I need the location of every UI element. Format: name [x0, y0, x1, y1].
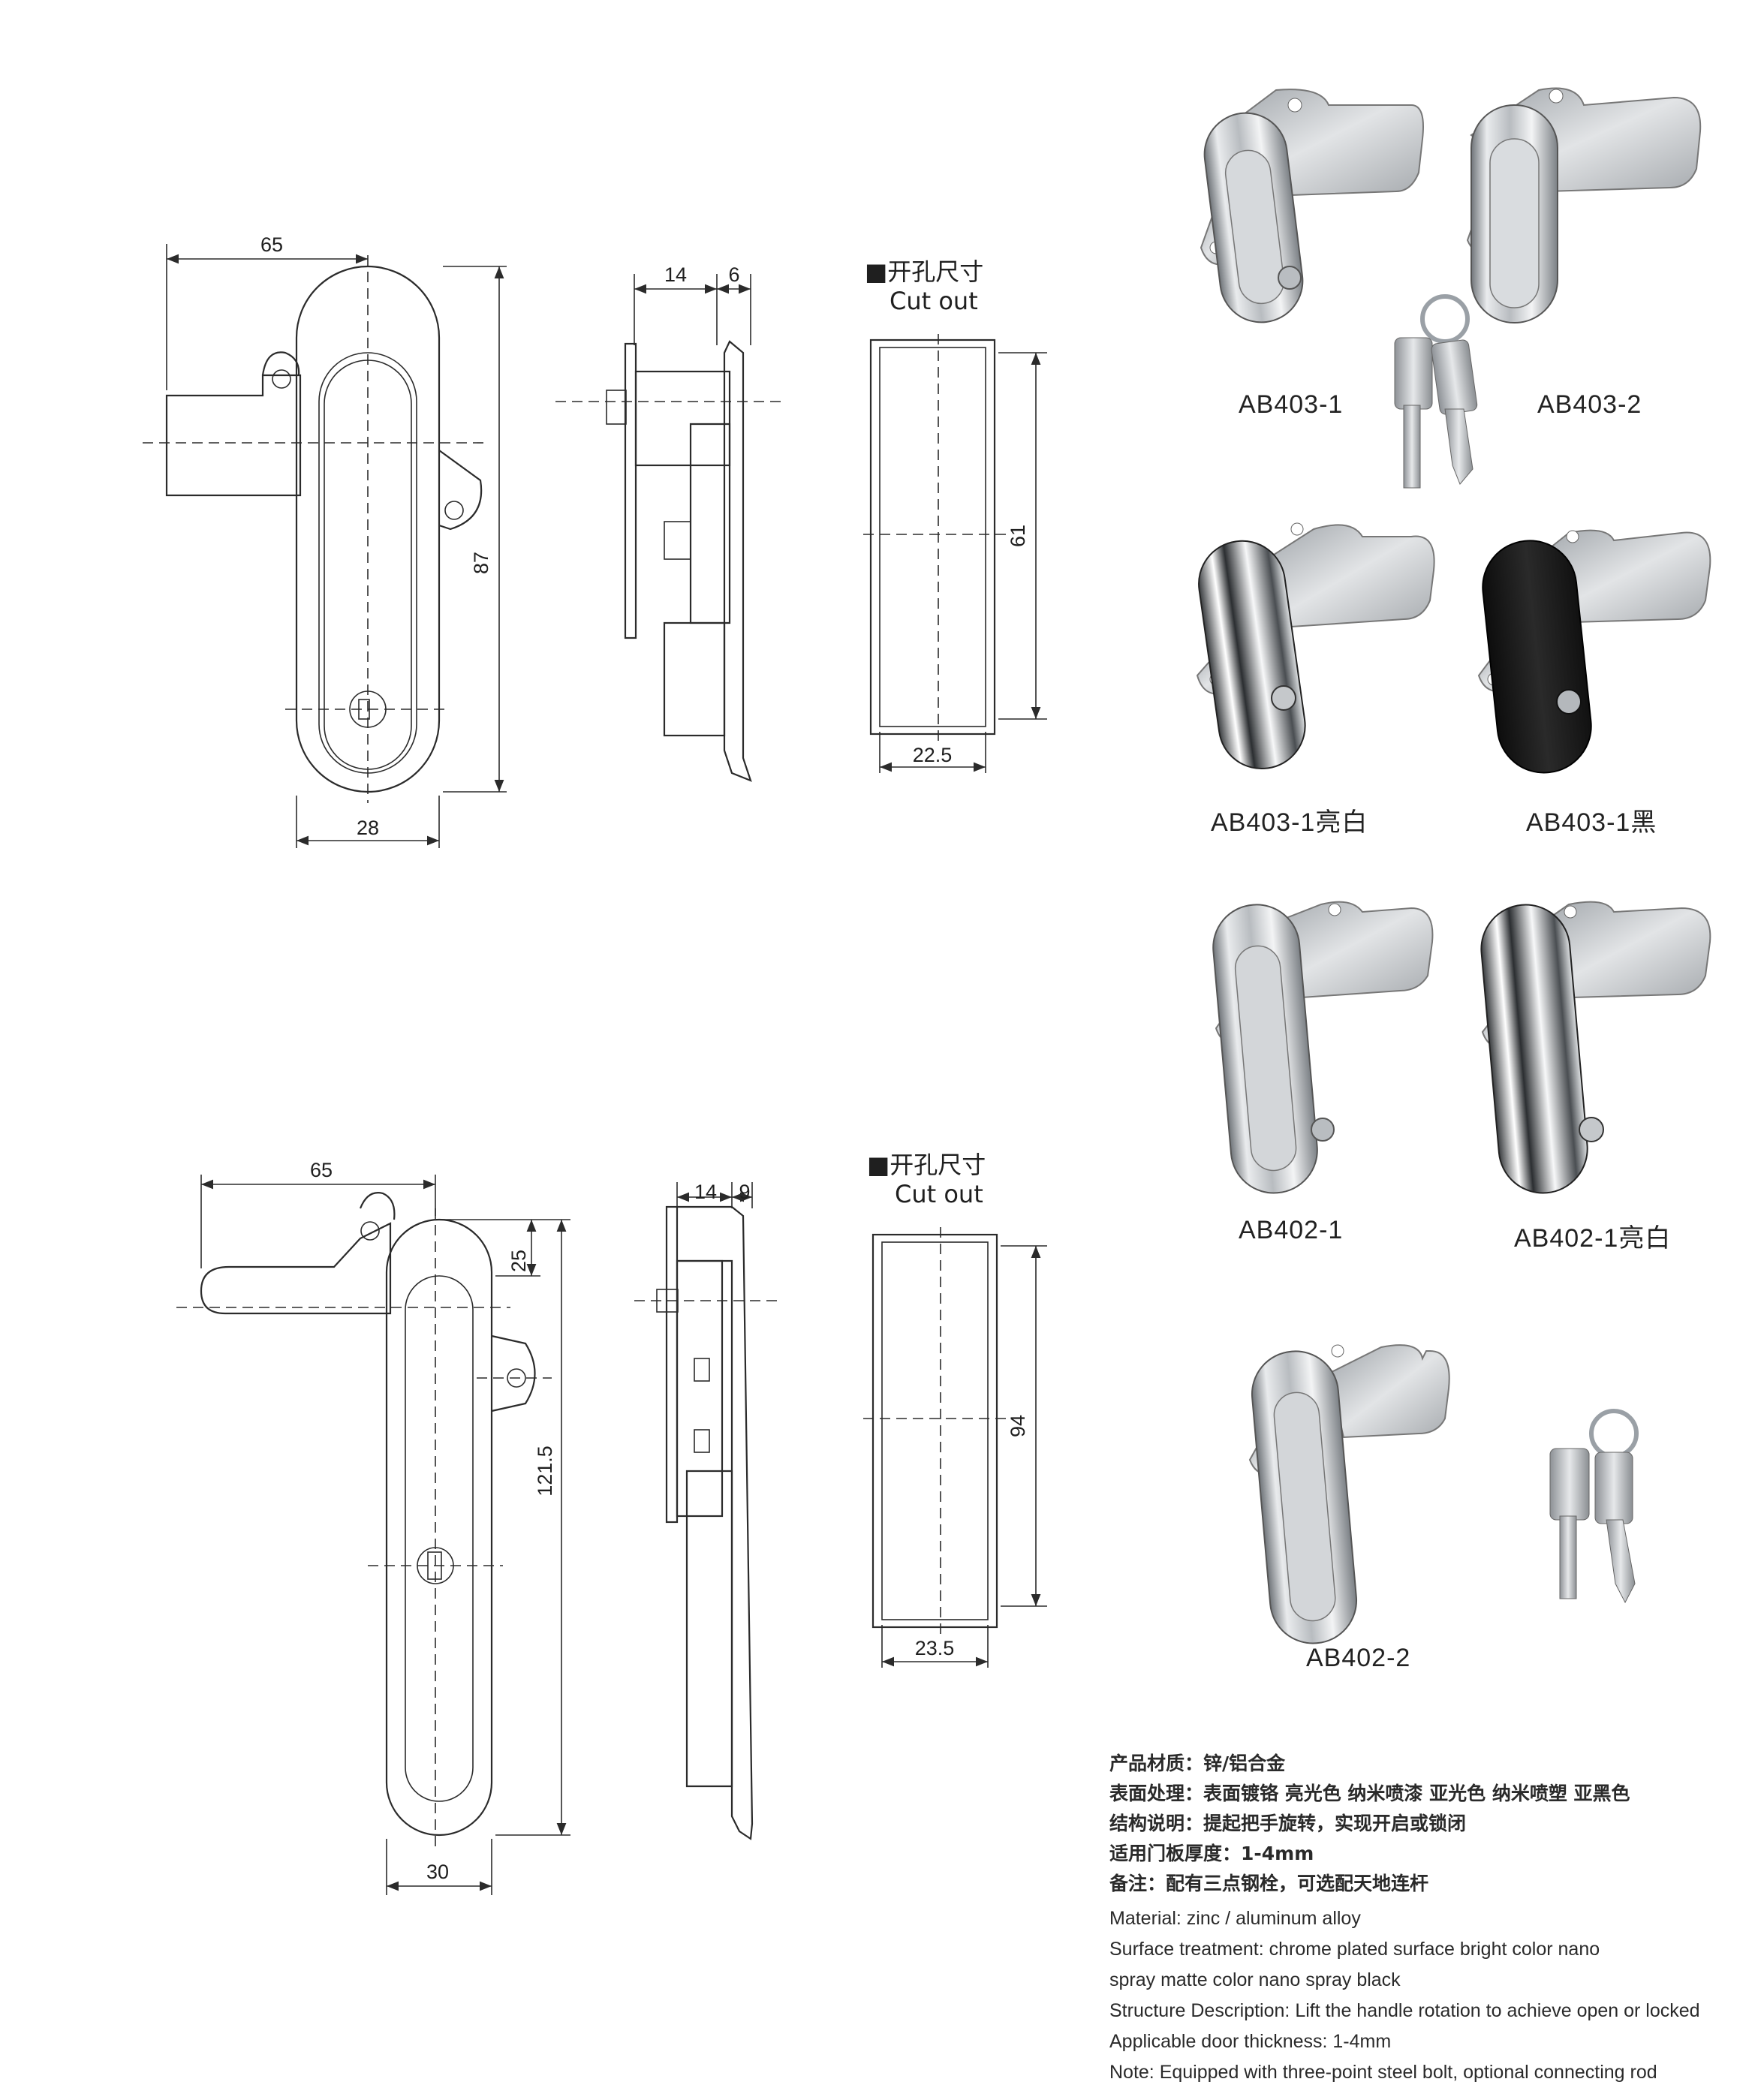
bottom-front-top-dim: 25 [507, 1250, 530, 1272]
bottom-cutout-drawing [863, 1227, 1047, 1668]
bottom-front-view [176, 1175, 570, 1895]
top-cutout-width-dim: 22.5 [913, 744, 953, 766]
spec-cn-line: 产品材质：锌/铝合金 [1109, 1753, 1286, 1774]
product-photo-ab402-1-bright [1480, 901, 1711, 1194]
top-cutout-title-cn: ■开孔尺寸 [865, 257, 983, 286]
product-label: AB403-1亮白 [1211, 808, 1368, 837]
product-photo-ab402-1 [1212, 901, 1434, 1194]
spec-cn-line: 结构说明：提起把手旋转，实现开启或锁闭 [1109, 1813, 1467, 1834]
product-label: AB402-1亮白 [1514, 1224, 1672, 1253]
top-cutout-title-en: Cut out [890, 287, 978, 315]
spec-cn-line: 适用门板厚度：1-4mm [1109, 1843, 1314, 1864]
bottom-cutout-title-cn: ■开孔尺寸 [867, 1151, 986, 1179]
bottom-front-height-dim: 121.5 [534, 1446, 556, 1497]
product-photo-ab403-1-black [1477, 529, 1711, 774]
spec-en-line: Material: zinc / aluminum alloy [1109, 1908, 1361, 1929]
bottom-cutout-title-en: Cut out [895, 1180, 983, 1208]
top-cutout-height-dim: 61 [1007, 525, 1029, 547]
bottom-cutout-width-dim: 23.5 [915, 1637, 955, 1659]
top-side-view [555, 274, 784, 782]
product-label: AB403-1黑 [1526, 808, 1657, 837]
top-front-height-dim: 87 [470, 552, 492, 574]
top-front-view [143, 244, 507, 848]
bottom-side-view [634, 1182, 781, 1840]
bottom-cutout-height-dim: 94 [1007, 1415, 1029, 1437]
spec-cn-line: 备注：配有三点钢栓，可选配天地连杆 [1109, 1873, 1429, 1894]
product-label: AB402-1 [1239, 1216, 1344, 1244]
product-photo-ab403-1-bright [1196, 522, 1435, 770]
top-front-width-dim: 65 [260, 233, 283, 256]
product-photo-ab402-2 [1248, 1344, 1450, 1644]
product-photo-ab403-1 [1200, 89, 1424, 323]
top-side-a-dim: 14 [664, 263, 687, 286]
top-front-bottom-dim: 28 [357, 817, 379, 839]
product-label: AB402-2 [1306, 1644, 1411, 1672]
spec-en-line: Applicable door thickness: 1-4mm [1109, 2031, 1392, 2052]
bottom-front-bottom-dim: 30 [426, 1861, 449, 1883]
top-side-b-dim: 6 [728, 263, 739, 286]
key-photo-2 [1549, 1409, 1639, 1604]
product-photo-ab403-2 [1466, 87, 1702, 323]
product-label: AB403-1 [1239, 390, 1344, 419]
specification-block: 产品材质：锌/铝合金 表面处理：表面镀铬 亮光色 纳米喷漆 亚光色 纳米喷塑 亚… [1109, 1749, 1740, 2088]
spec-en-line: Note: Equipped with three-point steel bo… [1109, 2062, 1657, 2083]
spec-en-line: Structure Description: Lift the handle r… [1109, 2000, 1700, 2021]
spec-en-line: Surface treatment: chrome plated surface… [1109, 1939, 1600, 1960]
product-label: AB403-2 [1537, 390, 1642, 419]
spec-cn-line: 表面处理：表面镀铬 亮光色 纳米喷漆 亚光色 纳米喷塑 亚黑色 [1109, 1783, 1630, 1804]
spec-en-line: spray matte color nano spray black [1109, 1969, 1401, 1990]
key-photo-1 [1394, 294, 1478, 489]
bottom-front-width-dim: 65 [310, 1159, 333, 1181]
top-cutout-drawing [863, 334, 1047, 773]
bottom-side-b-dim: 9 [739, 1181, 750, 1203]
bottom-side-a-dim: 14 [694, 1181, 717, 1203]
